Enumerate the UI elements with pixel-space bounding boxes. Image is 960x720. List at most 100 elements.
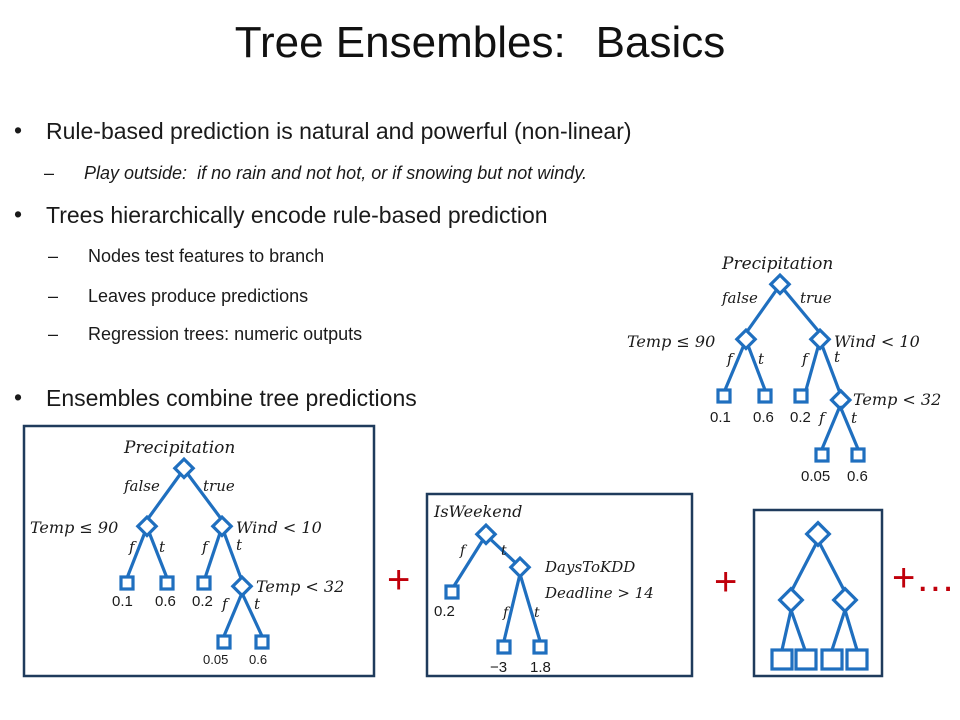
bullet-rule-based: • Rule-based prediction is natural and p… — [14, 117, 632, 145]
leaf-value: 1.8 — [530, 659, 551, 676]
subbullet-dash: – — [48, 324, 59, 344]
f-label: f — [818, 409, 827, 427]
tree-edge — [830, 609, 847, 651]
bullet-dot: • — [14, 117, 23, 143]
tree-frame — [752, 508, 884, 678]
tree-edge — [182, 468, 224, 521]
t-label: t — [834, 348, 841, 366]
leaf-value: 0.1 — [112, 593, 133, 610]
t-label: t — [534, 605, 540, 621]
decision-node — [777, 586, 805, 614]
plus-sign-2: + — [714, 560, 738, 604]
leaf-node — [159, 575, 175, 591]
leaf-node — [216, 634, 232, 650]
condition-label-line2: Deadline > 14 — [544, 584, 654, 602]
t-label: t — [501, 543, 507, 559]
f-label: f — [726, 350, 735, 368]
leaf-node — [850, 447, 866, 463]
tree-edge — [125, 526, 149, 579]
tree-root-label: IsWeekend — [433, 502, 522, 521]
tree-edge — [744, 284, 782, 334]
leaf-node — [770, 648, 794, 671]
temp90-label: Temp ≤ 90 — [627, 332, 715, 351]
bullet-text: Rule-based prediction is natural and pow… — [46, 118, 632, 144]
tree-edge — [789, 609, 807, 651]
t-label: t — [758, 350, 765, 368]
decision-node-wind — [808, 327, 832, 351]
leaf-node — [496, 639, 512, 655]
subbullet-text: if no rain and not hot, or if snowing bu… — [197, 163, 587, 183]
tree-edge — [820, 405, 842, 450]
decision-node — [804, 520, 832, 548]
tree-frame — [425, 492, 694, 678]
condition-label-line1: DaysToKDD — [544, 558, 635, 576]
bullet-dot: • — [14, 384, 23, 410]
temp32-label: Temp < 32 — [853, 390, 941, 409]
subbullet-regression: – Regression trees: numeric outputs — [48, 324, 363, 345]
tree-root-label: Precipitation — [721, 254, 833, 274]
slide-title: Tree Ensembles:Basics — [0, 18, 960, 68]
f-label: f — [459, 543, 468, 559]
leaf-node — [716, 388, 732, 404]
leaf-node — [532, 639, 548, 655]
leaf-value: −3 — [490, 659, 507, 676]
leaf-value: 0.6 — [155, 593, 176, 610]
wind-label: Wind < 10 — [834, 332, 920, 351]
leaf-value: 0.6 — [847, 468, 868, 485]
false-branch-label: false — [123, 477, 160, 495]
bullet-dot: • — [14, 201, 23, 227]
decision-node-precipitation — [172, 456, 196, 480]
leaf-node — [845, 648, 869, 671]
leaf-node — [793, 388, 809, 404]
temp90-label: Temp ≤ 90 — [30, 518, 118, 537]
f-label: f — [502, 605, 511, 621]
bullet-trees-encode: • Trees hierarchically encode rule-based… — [14, 201, 548, 229]
tree-edge — [789, 539, 820, 593]
f-label: f — [801, 350, 810, 368]
bullet-text: Trees hierarchically encode rule-based p… — [46, 202, 548, 228]
temp32-label: Temp < 32 — [256, 577, 344, 596]
decision-node-wind — [210, 514, 234, 538]
subbullet-dash: – — [48, 246, 59, 266]
t-label: t — [851, 409, 858, 427]
true-branch-label: true — [800, 289, 832, 307]
leaf-node — [794, 648, 818, 671]
tree-edge — [816, 539, 847, 593]
tree-root-label: Precipitation — [123, 438, 235, 458]
tree-edge — [744, 339, 767, 391]
subbullet-nodes: – Nodes test features to branch — [48, 246, 325, 267]
subbullet-text: Nodes test features to branch — [88, 246, 325, 266]
tree-edge — [203, 526, 224, 579]
subbullet-play-outside: – Play outside: if no rain and not hot, … — [44, 163, 587, 184]
leaf-node — [119, 575, 135, 591]
leaf-value: 0.6 — [249, 652, 267, 667]
f-label: f — [201, 538, 210, 556]
leaf-node — [444, 584, 460, 600]
tree-frame-2: IsWeekend f t 0.2 DaysToKDD Deadline > 1… — [425, 492, 694, 678]
tree-edge — [145, 526, 169, 579]
tree-edge — [723, 339, 748, 391]
tree-edge — [818, 339, 842, 394]
tree-edge — [780, 609, 793, 651]
tree-frame-1: Precipitation false true Temp ≤ 90 Wind … — [22, 424, 376, 678]
subbullet-text: Regression trees: numeric outputs — [88, 324, 363, 344]
decision-node — [831, 586, 859, 614]
t-label: t — [236, 536, 243, 554]
leaf-value: 0.2 — [434, 603, 455, 620]
leaf-node — [254, 634, 270, 650]
decision-node-isweekend — [474, 522, 498, 546]
decision-node-temp90 — [734, 327, 758, 351]
decision-node-temp32 — [230, 574, 254, 598]
tree-frame — [22, 424, 376, 678]
tree-edge — [518, 573, 542, 642]
plus-sign-1: + — [387, 558, 411, 602]
f-label: f — [128, 538, 137, 556]
leaf-value: 0.05 — [203, 652, 228, 667]
subbullet-text: Leaves produce predictions — [88, 286, 309, 306]
title-part2: Basics — [595, 18, 726, 67]
subbullet-dash: – — [44, 163, 55, 183]
subbullet-label: Play outside: — [84, 163, 188, 183]
leaf-value: 0.05 — [801, 468, 830, 485]
decision-node-daystokdd — [508, 555, 532, 579]
